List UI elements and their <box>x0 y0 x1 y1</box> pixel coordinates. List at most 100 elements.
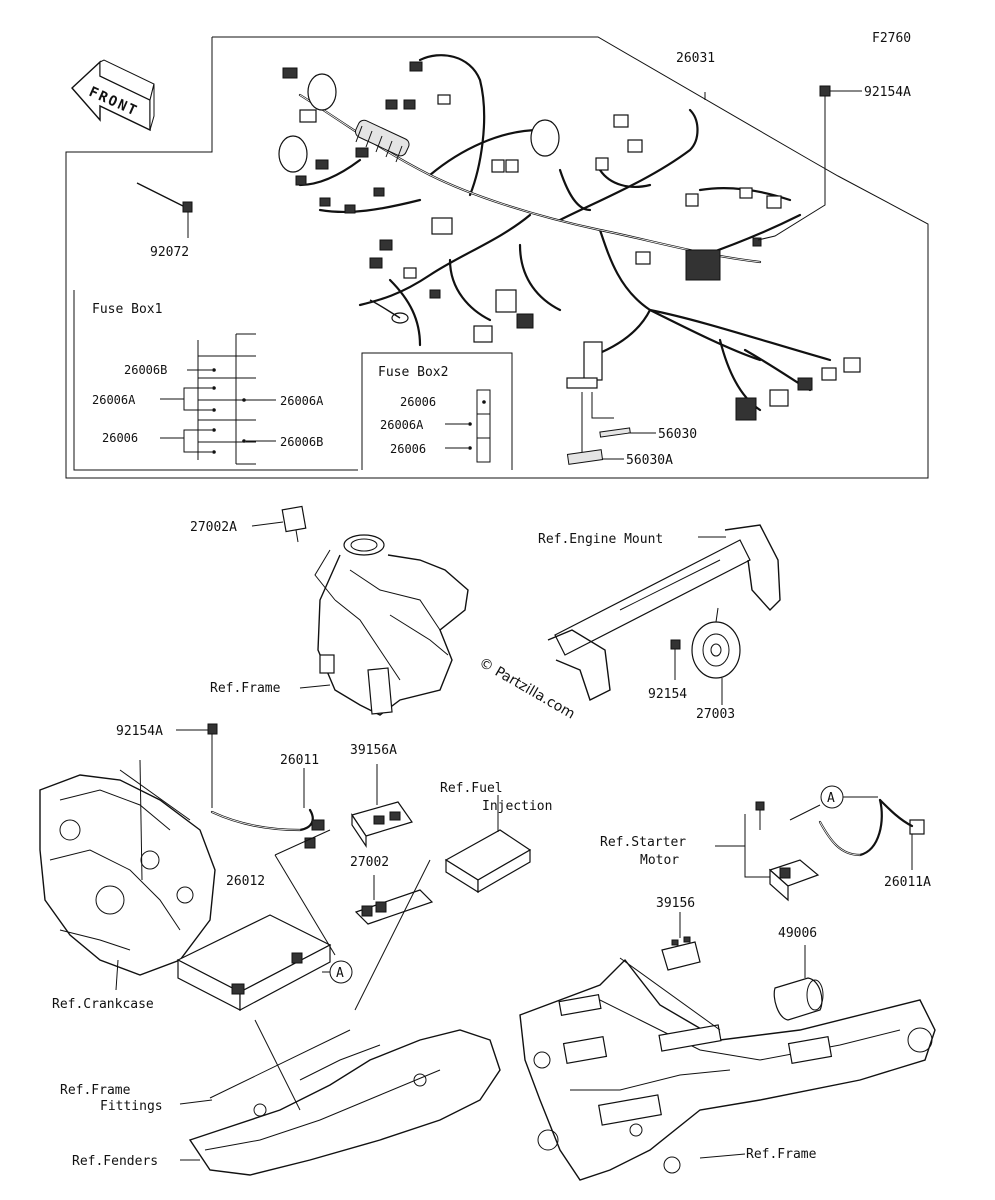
bolt-92072: 92072 <box>136 182 193 260</box>
connector <box>752 237 762 247</box>
round-connector <box>278 135 308 173</box>
engine-mount-assembly: Ref.Engine Mount 27003 92154 <box>538 524 781 722</box>
connector <box>429 289 441 299</box>
label-ref-fenders: Ref.Fenders <box>72 1154 158 1169</box>
connector <box>613 114 629 128</box>
connector <box>344 204 356 214</box>
label-26011: 26011 <box>280 753 319 768</box>
label-ref-crankcase: Ref.Crankcase <box>52 997 154 1012</box>
label-ref-frame-lower: Ref.Frame <box>746 1147 817 1162</box>
fuse-box-1-left-0: 26006B <box>124 363 167 377</box>
connector <box>379 239 393 251</box>
fuse-box-1-left-2: 26006 <box>102 431 138 445</box>
label-ref-frame-fittings-2: Fittings <box>100 1099 163 1114</box>
label-92154A-top: 92154A <box>864 85 911 100</box>
bolt-92154A-top: 92154A <box>757 85 911 241</box>
connector-a-lower-label: A <box>336 966 344 981</box>
connector <box>409 61 423 72</box>
connector <box>583 341 603 381</box>
watermark: © Partzilla.com <box>476 655 578 723</box>
label-92154: 92154 <box>648 687 687 702</box>
relay-39156: 39156 <box>656 896 701 971</box>
label-ref-engine-mount: Ref.Engine Mount <box>538 532 663 547</box>
label-26031: 26031 <box>676 51 715 66</box>
battery-cable-26011: 92154A 26011 <box>116 723 331 856</box>
connector <box>355 147 369 158</box>
fuse-box-1-title: Fuse Box1 <box>92 302 162 317</box>
label-49006: 49006 <box>778 926 817 941</box>
label-56030A: 56030A <box>626 453 673 468</box>
connector-a-lower: A <box>322 960 353 984</box>
connector <box>769 389 789 407</box>
connector <box>403 267 417 279</box>
connector <box>319 197 331 207</box>
label-ref-fuel-line1: Ref.Fuel <box>440 781 503 796</box>
connector <box>299 109 317 123</box>
connector <box>735 397 757 421</box>
fuse-holder-56030: 56030 56030A <box>566 392 697 468</box>
label-27003: 27003 <box>696 707 735 722</box>
main-wiring-harness <box>278 54 861 421</box>
label-56030: 56030 <box>658 427 697 442</box>
starter-relay-assembly: Ref.Starter Motor 26011A <box>600 798 931 902</box>
fuse-box-1: Fuse Box1 26006B 26006A 26006 26006A 260… <box>73 290 358 471</box>
connector <box>431 217 453 235</box>
fuse-box-1-right-1: 26006B <box>280 435 323 449</box>
ecu-connector <box>685 249 721 281</box>
connector-a-right: A <box>820 785 878 809</box>
connector <box>766 195 782 209</box>
fuse-box-2-label-0: 26006 <box>400 395 436 409</box>
fuse-box-2: Fuse Box2 26006 26006A 26006 <box>361 352 513 470</box>
connector <box>295 175 307 186</box>
fuse-box-2-title: Fuse Box2 <box>378 365 448 380</box>
label-27002A: 27002A <box>190 520 237 535</box>
connector <box>821 367 837 381</box>
label-39156A: 39156A <box>350 743 397 758</box>
label-92072: 92072 <box>150 245 189 260</box>
main-frame-lower: Ref.Frame <box>519 957 936 1181</box>
label-26011A: 26011A <box>884 875 931 890</box>
label-92154A-mid: 92154A <box>116 724 163 739</box>
horn-icon <box>691 621 741 679</box>
connector <box>843 357 861 373</box>
label-ref-starter-2: Motor <box>640 853 679 868</box>
fuse-box-2-label-1: 26006A <box>380 418 424 432</box>
fuse-box-1-right-0: 26006A <box>280 394 324 408</box>
label-26012: 26012 <box>226 874 265 889</box>
connector <box>505 159 519 173</box>
round-connector <box>307 73 337 111</box>
connector <box>403 99 416 110</box>
front-arrow-icon: FRONT <box>71 59 155 132</box>
connector <box>491 159 505 173</box>
figure-code: F2760 <box>872 31 911 46</box>
label-39156: 39156 <box>656 896 695 911</box>
label-ref-fuel-line2: Injection <box>482 799 552 814</box>
connector <box>595 157 609 171</box>
connector <box>373 187 385 197</box>
label-ref-frame-fittings-1: Ref.Frame <box>60 1083 131 1098</box>
connector <box>282 67 298 79</box>
harness-tube <box>355 119 410 163</box>
label-27002: 27002 <box>350 855 389 870</box>
connector <box>385 99 398 110</box>
rear-fender-assembly: Ref.Frame Fittings Ref.Fenders <box>60 859 501 1176</box>
connector <box>473 325 493 343</box>
label-ref-frame-upper: Ref.Frame <box>210 681 281 696</box>
connector <box>516 313 534 329</box>
connector <box>315 159 329 170</box>
round-connector <box>530 119 560 157</box>
connector <box>797 377 813 391</box>
relay-39156A: 39156A <box>350 743 413 848</box>
connector <box>566 377 598 389</box>
connector-a-right-label: A <box>827 791 835 806</box>
label-ref-starter-1: Ref.Starter <box>600 835 686 850</box>
connector <box>495 289 517 313</box>
fuse-box-2-label-2: 26006 <box>390 442 426 456</box>
frame-head-assembly: 27002A Ref.Frame <box>190 505 469 716</box>
battery-26012: 26012 <box>176 854 336 1011</box>
connector <box>627 139 643 153</box>
relay-27002: 27002 <box>350 855 434 925</box>
fuse-box-1-left-1: 26006A <box>92 393 136 407</box>
crankcase-assembly: Ref.Crankcase <box>39 759 216 1012</box>
